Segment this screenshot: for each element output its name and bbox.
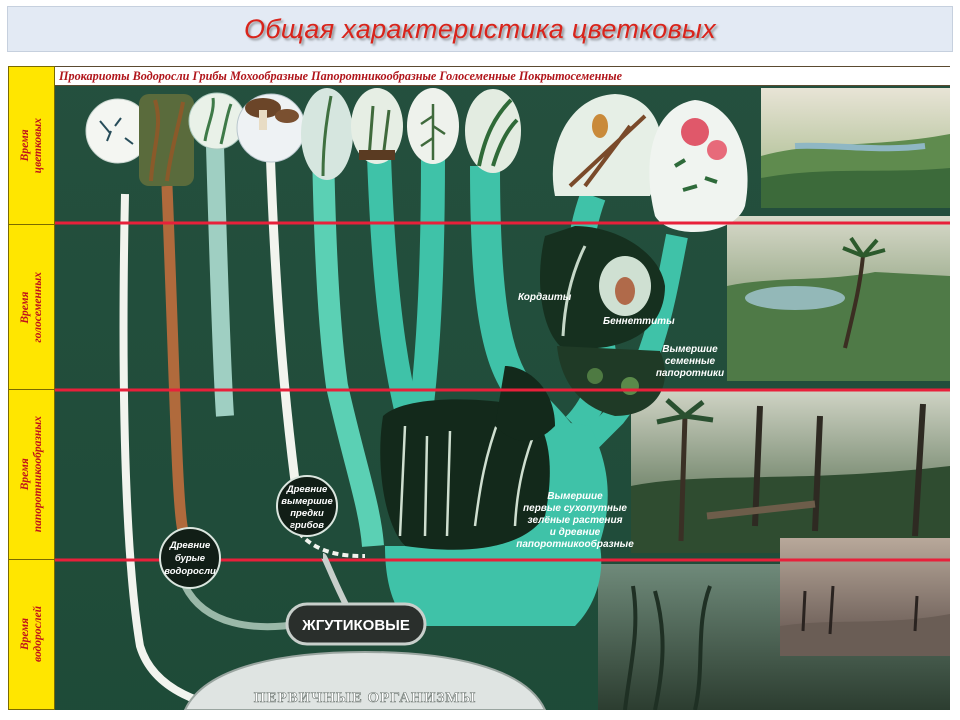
primary-organisms-base: ПЕРВИЧНЫЕ ОРГАНИЗМЫ [183,650,547,710]
flagellates-label: ЖГУТИКОВЫЕ [301,617,410,634]
specimen-fungi [236,93,306,163]
svg-text:водоросли: водоросли [164,566,216,577]
era-column: Время цветковых Время голосеменных Время… [8,66,55,710]
svg-text:Древние: Древние [286,484,328,495]
svg-text:зелёные растения: зелёные растения [528,515,623,526]
fossil-group-gymnosperms [540,226,665,416]
svg-text:предки: предки [290,508,324,519]
label-fungi-ancestors: Древние вымершие предки грибов [276,475,338,537]
era-label-ferns: Время папоротникообразных [18,416,44,533]
evolution-diagram: Древние бурые водоросли Древние вымершие… [55,86,950,710]
specimen-ferns [465,89,521,173]
specimen-gymnosperms [552,94,663,196]
svg-text:Вымершие: Вымершие [547,491,603,502]
svg-text:Древние: Древние [169,540,211,551]
slide-title: Общая характеристика цветковых [244,13,716,44]
era-ferns: Время папоротникообразных [9,390,54,560]
svg-text:папоротники: папоротники [656,368,724,379]
specimen-angiosperms [649,100,748,233]
lineage-algae [161,185,301,631]
scene-fern-era [631,391,950,553]
scene-gymnosperm-era [727,216,950,381]
specimen-horsetails [351,88,403,164]
svg-text:вымершие: вымершие [281,496,333,507]
label-early-land-plants: Вымершие первые сухопутные зелёные расте… [516,491,634,550]
label-brown-algae: Древние бурые водоросли [159,527,221,589]
era-label-angiosperms: Время цветковых [18,117,44,174]
era-gymnosperms: Время голосеменных [9,225,54,390]
scene-angiosperm-era [761,88,950,208]
svg-text:бурые: бурые [175,553,206,564]
primary-organisms-label: ПЕРВИЧНЫЕ ОРГАНИЗМЫ [254,690,476,706]
specimen-green-algae [188,92,246,150]
label-seed-ferns: Вымершие семенные папоротники [656,344,724,379]
fossil-group-early-land-plants [380,366,555,550]
flagellates-node: ЖГУТИКОВЫЕ [285,553,427,646]
group-names: Прокариоты Водоросли Грибы Мохообразные … [59,68,623,83]
specimen-mosses [301,88,353,180]
era-label-gymnosperms: Время голосеменных [18,271,44,343]
title-bar: Общая характеристика цветковых [7,6,953,52]
group-header: Прокариоты Водоросли Грибы Мохообразные … [55,66,950,86]
svg-text:семенные: семенные [665,356,716,367]
era-algae: Время водорослей [9,560,54,709]
lineage-mosses [312,145,384,547]
svg-text:и древние: и древние [550,527,601,538]
label-bennettites: Беннеттиты [603,316,675,327]
specimen-brown-algae [139,94,194,186]
svg-text:Вымершие: Вымершие [662,344,718,355]
era-angiosperms: Время цветковых [9,67,54,225]
scene-algae-era-shore [780,538,950,656]
specimen-club-mosses [407,88,459,164]
svg-text:папоротникообразные: папоротникообразные [516,538,634,550]
lineage-green-algae [206,145,234,417]
era-label-algae: Время водорослей [18,606,44,663]
label-cordaites: Кордаиты [518,292,572,303]
svg-text:грибов: грибов [290,520,324,531]
svg-text:первые сухопутные: первые сухопутные [523,503,627,514]
